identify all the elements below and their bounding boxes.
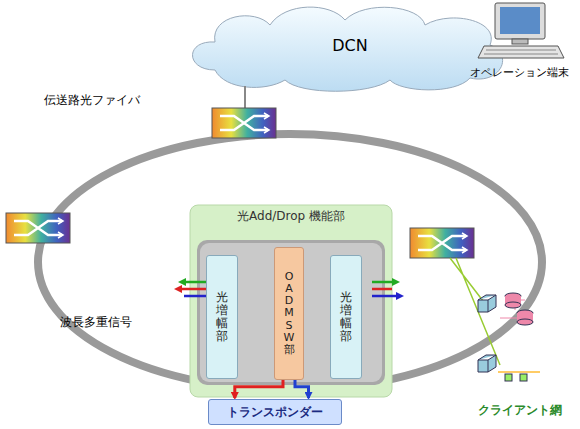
terminal-node: オペレーション端末 bbox=[462, 62, 576, 82]
amplifier-box: 光増幅部 bbox=[206, 255, 238, 379]
node-label: 光Add/Drop 機能部 bbox=[236, 209, 346, 223]
node-label: OADM SW部 bbox=[284, 271, 295, 356]
fiber-label: 伝送路光ファイバ bbox=[44, 92, 140, 109]
cloud-node: DCN bbox=[300, 28, 400, 62]
client-label: クライアント網 bbox=[478, 402, 562, 419]
signal-label: 波長多重信号 bbox=[60, 314, 132, 331]
switch-box: OADM SW部 bbox=[274, 247, 304, 380]
function-panel: 光Add/Drop 機能部光増幅部 OADM SW部 光増幅部 bbox=[190, 205, 392, 397]
node-label: 光増幅部 bbox=[216, 291, 228, 344]
node-label: 光増幅部 bbox=[340, 291, 352, 344]
node-label: DCN bbox=[332, 36, 367, 55]
amplifier-box: 光増幅部 bbox=[330, 255, 362, 379]
transponder-box: トランスポンダー bbox=[208, 399, 342, 425]
drop-connector bbox=[295, 380, 309, 398]
node-label: トランスポンダー bbox=[227, 404, 323, 421]
drop-connector bbox=[235, 380, 283, 398]
node-label: オペレーション端末 bbox=[470, 65, 569, 80]
